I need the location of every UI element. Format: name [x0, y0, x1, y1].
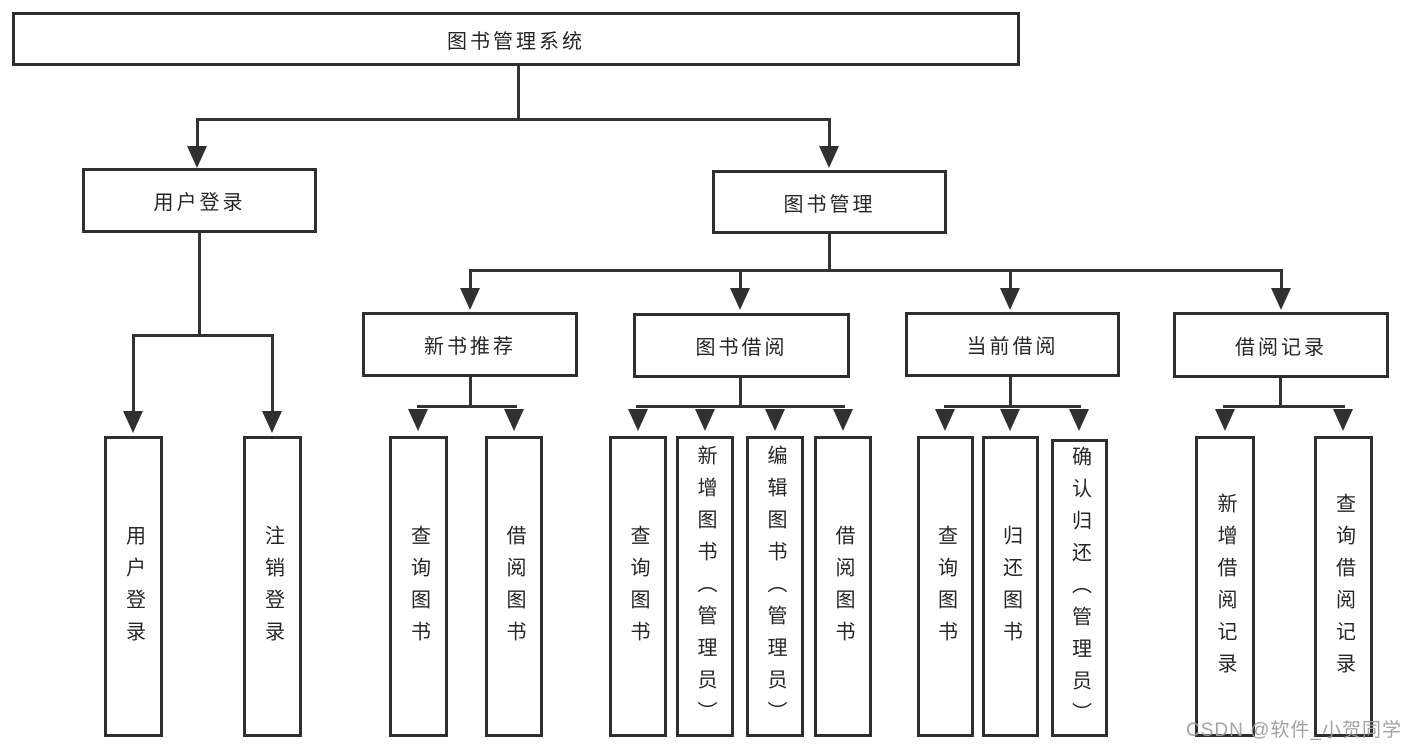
- connector-drop-user-login-leaf: [132, 336, 135, 413]
- leaf-bb-edit-books: 编辑图书（管理员）: [746, 436, 804, 737]
- leaf-cb-return-books: 归还图书: [982, 436, 1039, 737]
- node-new-book-rec: 新书推荐: [362, 312, 578, 377]
- connector-book-mgmt-stem: [828, 234, 831, 272]
- connector-borrow-records-stem: [1279, 378, 1282, 408]
- arrow-down-icon: [460, 288, 480, 310]
- connector-level3-hline: [469, 269, 1283, 272]
- leaf-rec-borrow-books: 借阅图书: [485, 436, 543, 737]
- arrow-down-icon: [187, 146, 207, 168]
- node-user-login: 用户登录: [82, 168, 317, 233]
- connector-drop-user-login: [196, 118, 199, 150]
- connector-drop-current-borrow: [1009, 271, 1012, 290]
- leaf-br-add-record: 新增借阅记录: [1195, 436, 1255, 737]
- connector-current-borrow-stem: [1009, 377, 1012, 408]
- connector-borrow-records-hline: [1223, 405, 1345, 408]
- arrow-down-icon: [408, 409, 428, 431]
- connector-new-book-rec-stem: [469, 377, 472, 408]
- csdn-watermark: CSDN @软件_小贺同学: [1186, 720, 1402, 741]
- leaf-user-login: 用户登录: [104, 436, 163, 737]
- leaf-br-query-record: 查询借阅记录: [1314, 436, 1373, 737]
- connector-drop-borrow-records: [1280, 271, 1283, 290]
- leaf-cb-query-books: 查询图书: [917, 436, 974, 737]
- connector-user-login-hline: [132, 334, 274, 337]
- arrow-down-icon: [833, 409, 853, 431]
- arrow-down-icon: [628, 409, 648, 431]
- leaf-rec-query-books: 查询图书: [389, 436, 448, 737]
- arrow-down-icon: [1069, 409, 1089, 431]
- arrow-down-icon: [504, 409, 524, 431]
- connector-level2-hline: [197, 118, 831, 121]
- connector-user-login-stem: [198, 233, 201, 337]
- arrow-down-icon: [1271, 288, 1291, 310]
- leaf-bb-query-books: 查询图书: [609, 436, 667, 737]
- node-current-borrow: 当前借阅: [905, 312, 1120, 377]
- arrow-down-icon: [1000, 409, 1020, 431]
- connector-new-book-rec-hline: [417, 405, 517, 408]
- connector-book-borrow-stem: [739, 378, 742, 408]
- arrow-down-icon: [819, 146, 839, 168]
- arrow-down-icon: [730, 288, 750, 310]
- node-book-mgmt: 图书管理: [712, 170, 947, 234]
- arrow-down-icon: [1215, 409, 1235, 431]
- arrow-down-icon: [765, 409, 785, 431]
- arrow-down-icon: [123, 411, 143, 433]
- leaf-cb-confirm-return: 确认归还（管理员）: [1051, 439, 1108, 737]
- leaf-bb-borrow-books: 借阅图书: [814, 436, 872, 737]
- arrow-down-icon: [695, 409, 715, 431]
- arrow-down-icon: [935, 409, 955, 431]
- connector-current-borrow-hline: [944, 405, 1081, 408]
- node-root: 图书管理系统: [12, 12, 1020, 66]
- node-book-borrow: 图书借阅: [633, 313, 850, 378]
- connector-root-stem: [517, 64, 520, 120]
- leaf-logout: 注销登录: [243, 436, 302, 737]
- connector-drop-logout: [271, 336, 274, 413]
- connector-drop-book-mgmt: [828, 118, 831, 150]
- connector-drop-book-borrow: [739, 271, 742, 290]
- connector-book-borrow-hline: [636, 405, 845, 408]
- arrow-down-icon: [1333, 409, 1353, 431]
- arrow-down-icon: [1000, 288, 1020, 310]
- arrow-down-icon: [262, 411, 282, 433]
- leaf-bb-add-books: 新增图书（管理员）: [676, 436, 734, 737]
- connector-drop-new-book-rec: [469, 271, 472, 290]
- node-borrow-records: 借阅记录: [1173, 312, 1389, 378]
